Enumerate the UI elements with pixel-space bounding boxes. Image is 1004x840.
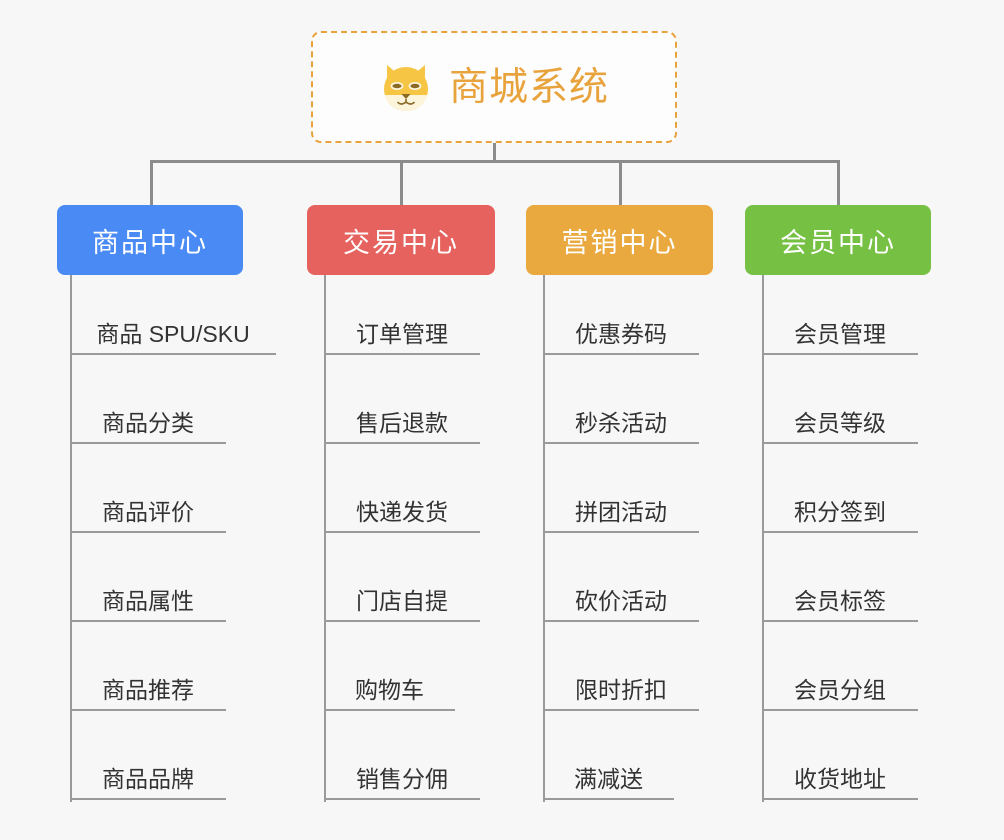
connector-bus-bar	[150, 160, 840, 163]
leaf-label-2-6: 销售分佣	[356, 765, 448, 792]
leaf-label-2-3: 快递发货	[356, 498, 448, 525]
leaf-item-1-5[interactable]: 商品推荐	[70, 656, 226, 711]
leaf-label-2-2: 售后退款	[356, 409, 448, 436]
leaf-label-3-3: 拼团活动	[575, 498, 667, 525]
leaf-label-1-6: 商品品牌	[102, 765, 194, 792]
leaf-label-4-3: 积分签到	[794, 498, 886, 525]
leaf-label-4-4: 会员标签	[794, 587, 886, 614]
leaf-item-3-1[interactable]: 优惠券码	[543, 300, 699, 355]
category-box-2[interactable]: 交易中心	[307, 205, 495, 275]
leaf-item-1-1[interactable]: 商品 SPU/SKU	[70, 300, 276, 355]
category-label-1: 商品中心	[92, 227, 208, 258]
root-title: 商城系统	[448, 65, 609, 109]
leaf-item-2-2[interactable]: 售后退款	[324, 389, 480, 444]
leaf-label-3-5: 限时折扣	[575, 676, 667, 703]
leaf-label-2-5: 购物车	[355, 676, 424, 703]
connector-root-stem	[493, 143, 496, 163]
leaf-item-1-4[interactable]: 商品属性	[70, 567, 226, 622]
leaf-item-3-5[interactable]: 限时折扣	[543, 656, 699, 711]
leaf-label-1-3: 商品评价	[102, 498, 194, 525]
leaf-label-3-4: 砍价活动	[575, 587, 667, 614]
leaf-item-3-6[interactable]: 满减送	[543, 745, 674, 800]
leaf-item-2-5[interactable]: 购物车	[324, 656, 455, 711]
leaf-item-2-6[interactable]: 销售分佣	[324, 745, 480, 800]
leaf-item-2-4[interactable]: 门店自提	[324, 567, 480, 622]
category-box-1[interactable]: 商品中心	[57, 205, 243, 275]
leaf-item-4-4[interactable]: 会员标签	[762, 567, 918, 622]
leaf-item-1-2[interactable]: 商品分类	[70, 389, 226, 444]
leaf-item-4-1[interactable]: 会员管理	[762, 300, 918, 355]
category-box-3[interactable]: 营销中心	[526, 205, 713, 275]
leaf-label-1-2: 商品分类	[102, 409, 194, 436]
leaf-label-1-5: 商品推荐	[102, 676, 194, 703]
leaf-label-4-6: 收货地址	[794, 765, 886, 792]
spine-column-3	[543, 275, 545, 802]
spine-column-4	[762, 275, 764, 802]
leaf-item-2-3[interactable]: 快递发货	[324, 478, 480, 533]
connector-drop-1	[150, 160, 153, 205]
leaf-item-4-3[interactable]: 积分签到	[762, 478, 918, 533]
leaf-item-3-2[interactable]: 秒杀活动	[543, 389, 699, 444]
spine-column-1	[70, 275, 72, 802]
leaf-label-3-2: 秒杀活动	[575, 409, 667, 436]
leaf-label-1-1: 商品 SPU/SKU	[96, 320, 250, 347]
root-node[interactable]: 商城系统	[311, 31, 677, 143]
leaf-item-4-5[interactable]: 会员分组	[762, 656, 918, 711]
leaf-label-3-1: 优惠券码	[575, 320, 667, 347]
shiba-inu-icon	[383, 65, 428, 112]
leaf-item-4-6[interactable]: 收货地址	[762, 745, 918, 800]
leaf-item-2-1[interactable]: 订单管理	[324, 300, 480, 355]
leaf-label-1-4: 商品属性	[102, 587, 194, 614]
leaf-item-4-2[interactable]: 会员等级	[762, 389, 918, 444]
connector-drop-4	[837, 160, 840, 205]
category-label-2: 交易中心	[343, 227, 459, 258]
leaf-label-2-1: 订单管理	[356, 320, 448, 347]
category-label-4: 会员中心	[780, 227, 896, 258]
leaf-label-4-5: 会员分组	[794, 676, 886, 703]
leaf-item-3-3[interactable]: 拼团活动	[543, 478, 699, 533]
leaf-label-4-1: 会员管理	[794, 320, 886, 347]
category-label-3: 营销中心	[561, 227, 678, 258]
connector-drop-3	[619, 160, 622, 205]
spine-column-2	[324, 275, 326, 802]
category-box-4[interactable]: 会员中心	[745, 205, 931, 275]
leaf-label-2-4: 门店自提	[356, 587, 448, 614]
connector-drop-2	[400, 160, 403, 205]
leaf-item-1-3[interactable]: 商品评价	[70, 478, 226, 533]
leaf-label-4-2: 会员等级	[794, 409, 886, 436]
leaf-item-1-6[interactable]: 商品品牌	[70, 745, 226, 800]
leaf-item-3-4[interactable]: 砍价活动	[543, 567, 699, 622]
leaf-label-3-6: 满减送	[574, 765, 643, 792]
